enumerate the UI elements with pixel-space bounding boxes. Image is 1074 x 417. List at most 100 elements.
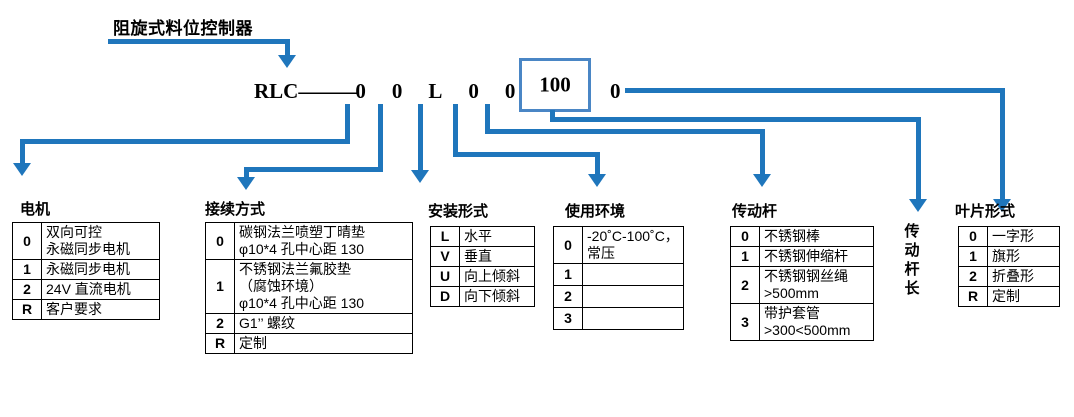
row-value: 不锈钢法兰氟胶垫 （腐蚀环境） φ10*4 孔中心距 130 [234,259,413,314]
group-header-blade: 叶片形式 [955,203,1016,220]
model-code-dashes: ——— [298,79,357,103]
group-header-connection: 接续方式 [205,201,266,218]
row-value: -20˚C-100˚C， 常压 [582,226,684,264]
row-value: 旗形 [987,246,1060,267]
group-header-mounting: 安装形式 [428,203,489,220]
row-key: V [430,246,460,267]
rod-length-label-char-1: 动 [904,242,920,259]
table-row: 1 [553,263,684,286]
connector-environment-drop [595,152,600,176]
connector-blade-drop [1000,88,1005,201]
rod-length-label-char-3: 长 [904,280,920,297]
model-code-rod-digit: 0 [504,79,516,103]
connector-rodlength-horizontal [550,117,921,122]
connector-blade-horizontal [625,88,1005,93]
group-header-motor: 电机 [20,201,51,218]
model-code-prefix: RLC [254,79,299,103]
connector-rod-horizontal [485,129,765,134]
row-key: 3 [553,307,583,330]
title-connector-horizontal [108,39,290,44]
row-key: 1 [12,259,42,280]
row-key: 1 [553,263,583,286]
row-value: 向上倾斜 [459,266,535,287]
connector-motor-stem [345,104,350,144]
row-value [582,263,684,286]
row-key: 0 [205,222,235,260]
group-header-drive-rod: 传动杆 [732,203,778,220]
model-code-mount-letter: L [428,79,443,103]
row-value: 水平 [459,226,535,247]
model-code-blade-digit: 0 [610,79,621,103]
row-key: 2 [958,266,988,287]
row-value: 不锈钢棒 [759,226,874,247]
connector-rodlength-stem [550,110,555,122]
row-key: U [430,266,460,287]
title-connector-vertical [285,39,290,57]
row-key: R [12,299,42,320]
model-code-rod-length-box: 100 [519,58,591,112]
row-value: 双向可控 永磁同步电机 [41,222,160,260]
connector-blade-arrow-icon [993,199,1011,212]
rod-length-label-char-0: 传 [904,223,920,240]
row-value: 带护套管 >300<500mm [759,303,874,341]
row-key: R [205,333,235,354]
row-value: 不锈钢伸缩杆 [759,246,874,267]
row-value [582,285,684,308]
connector-mounting-arrow-icon [411,170,429,183]
group-header-environment: 使用环境 [565,203,626,220]
connector-mounting-stem [418,104,423,172]
row-value: 碳钢法兰喷塑丁晴垫 φ10*4 孔中心距 130 [234,222,413,260]
row-key: 2 [12,279,42,300]
connector-rod-drop [760,129,765,176]
row-value: 向下倾斜 [459,286,535,307]
row-value: 定制 [234,333,413,354]
row-key: R [958,286,988,307]
model-code-motor-digit: 0 [355,79,366,103]
row-key: D [430,286,460,307]
row-key: 0 [553,226,583,264]
connector-connection-stem [378,104,383,172]
row-key: 3 [730,303,760,341]
row-value: 24V 直流电机 [41,279,160,300]
title-connector-arrow-icon [278,55,296,68]
row-value: 客户要求 [41,299,160,320]
connector-connection-horizontal [244,167,383,172]
table-row: 3 [553,307,684,330]
row-key: 2 [730,266,760,304]
row-key: 0 [12,222,42,260]
row-value: 永磁同步电机 [41,259,160,280]
rod-length-label: 传 动 杆 长 [903,222,921,298]
page-title: 阻旋式料位控制器 [113,19,253,38]
connector-motor-arrow-icon [13,163,31,176]
connector-rod-stem [485,104,490,134]
connector-connection-drop [244,167,249,179]
connector-motor-horizontal [20,139,350,144]
model-code-rod-length: 100 [539,72,571,97]
connector-environment-arrow-icon [588,174,606,187]
row-value: 一字形 [987,226,1060,247]
row-value: G1’’ 螺纹 [234,313,413,334]
spec-table-environment: 0-20˚C-100˚C， 常压 1 2 3 [553,226,684,330]
